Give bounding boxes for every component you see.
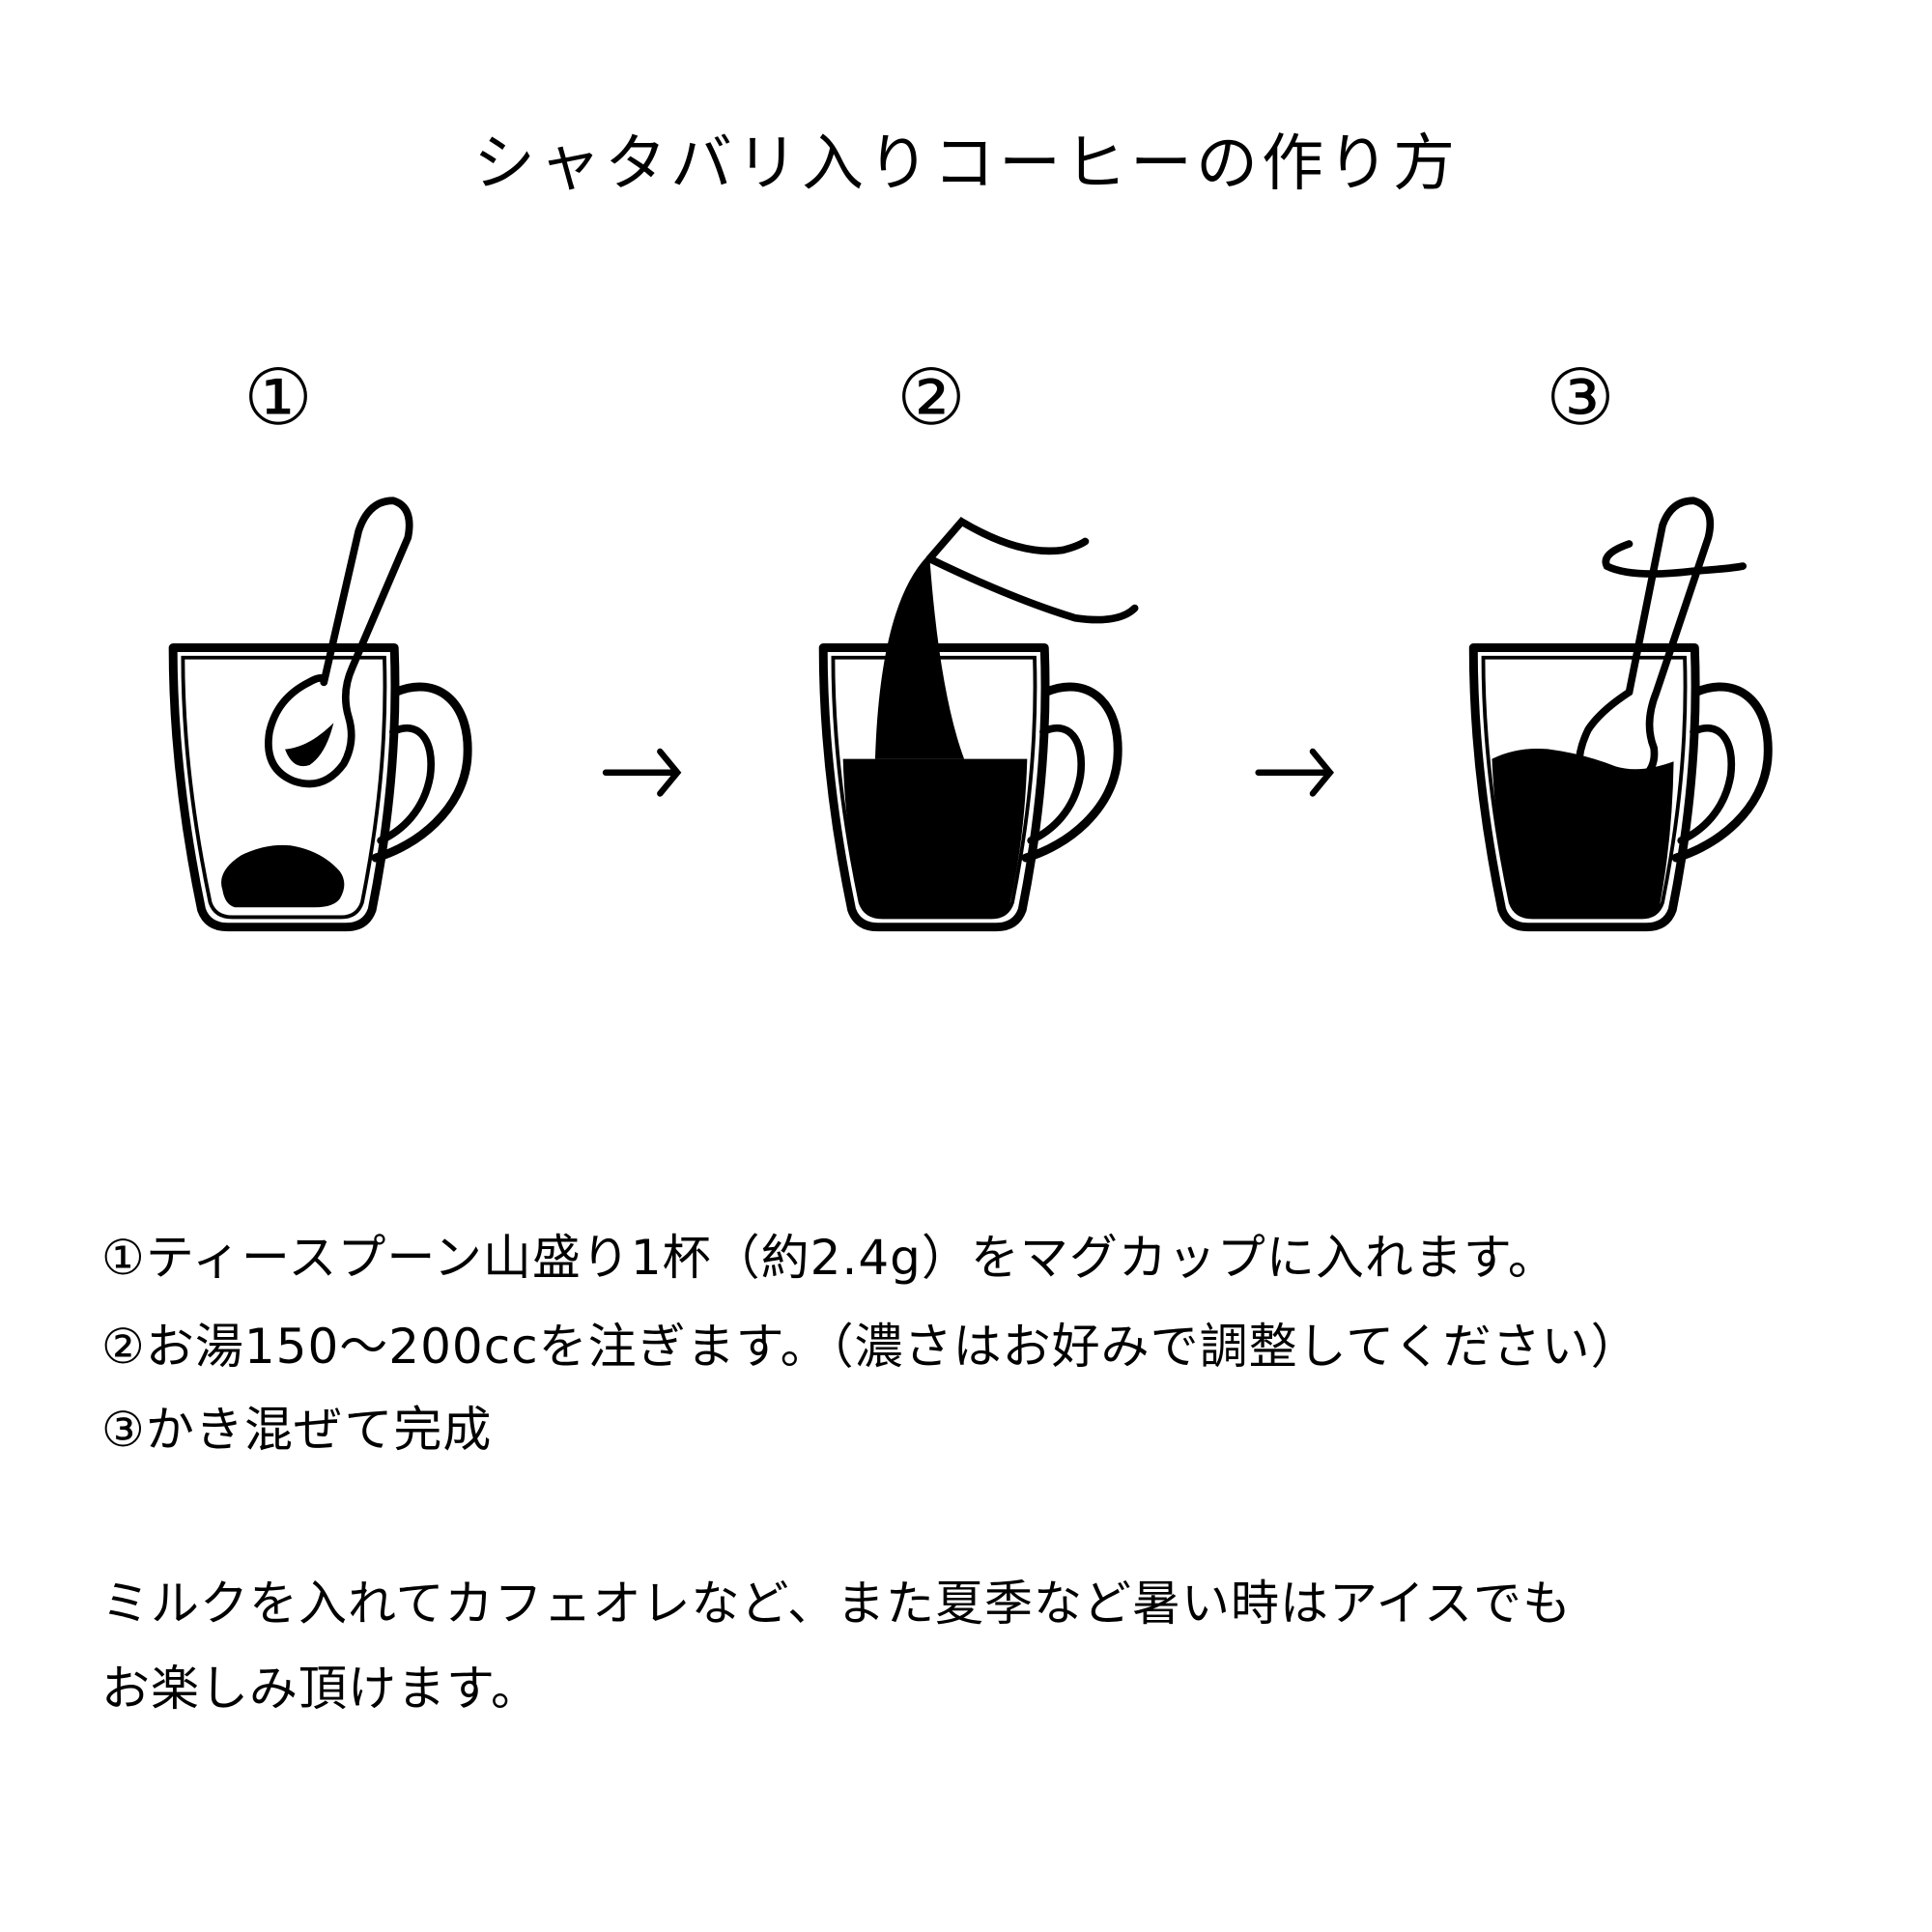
stirring-spoon-icon: [1575, 497, 1747, 781]
mug-icon-step-1: [173, 497, 468, 926]
coffee-grounds-icon: [221, 844, 345, 908]
step-number-1: ①: [243, 353, 313, 442]
right-arrow-icon-2: [1255, 748, 1334, 797]
step-number-2: ②: [896, 353, 966, 442]
right-arrow-icon-1: [602, 748, 682, 797]
water-stream: [874, 555, 965, 759]
mug-icon-step-3: [1473, 648, 1768, 927]
coffee-liquid: [842, 758, 1028, 918]
kettle-spout-icon: [925, 517, 1139, 624]
coffee-liquid: [1492, 749, 1674, 918]
instruction-step-2: ②お湯150〜200ccを注ぎます。（濃さはお好みで調整してください）: [101, 1319, 1640, 1375]
step-number-3: ③: [1546, 353, 1615, 442]
note-line-2: お楽しみ頂けます。: [101, 1661, 540, 1717]
page-title: シャタバリ入りコーヒーの作り方: [473, 128, 1459, 200]
instruction-step-3: ③かき混ぜて完成: [101, 1402, 493, 1458]
spoon-icon: [265, 497, 413, 788]
mug-icon-step-2: [823, 648, 1118, 927]
note-line-1: ミルクを入れてカフェオレなど、また夏季など暑い時はアイスでも: [101, 1576, 1572, 1632]
instruction-step-1: ①ティースプーン山盛り1杯（約2.4g）をマグカップに入れます。: [101, 1230, 1557, 1286]
